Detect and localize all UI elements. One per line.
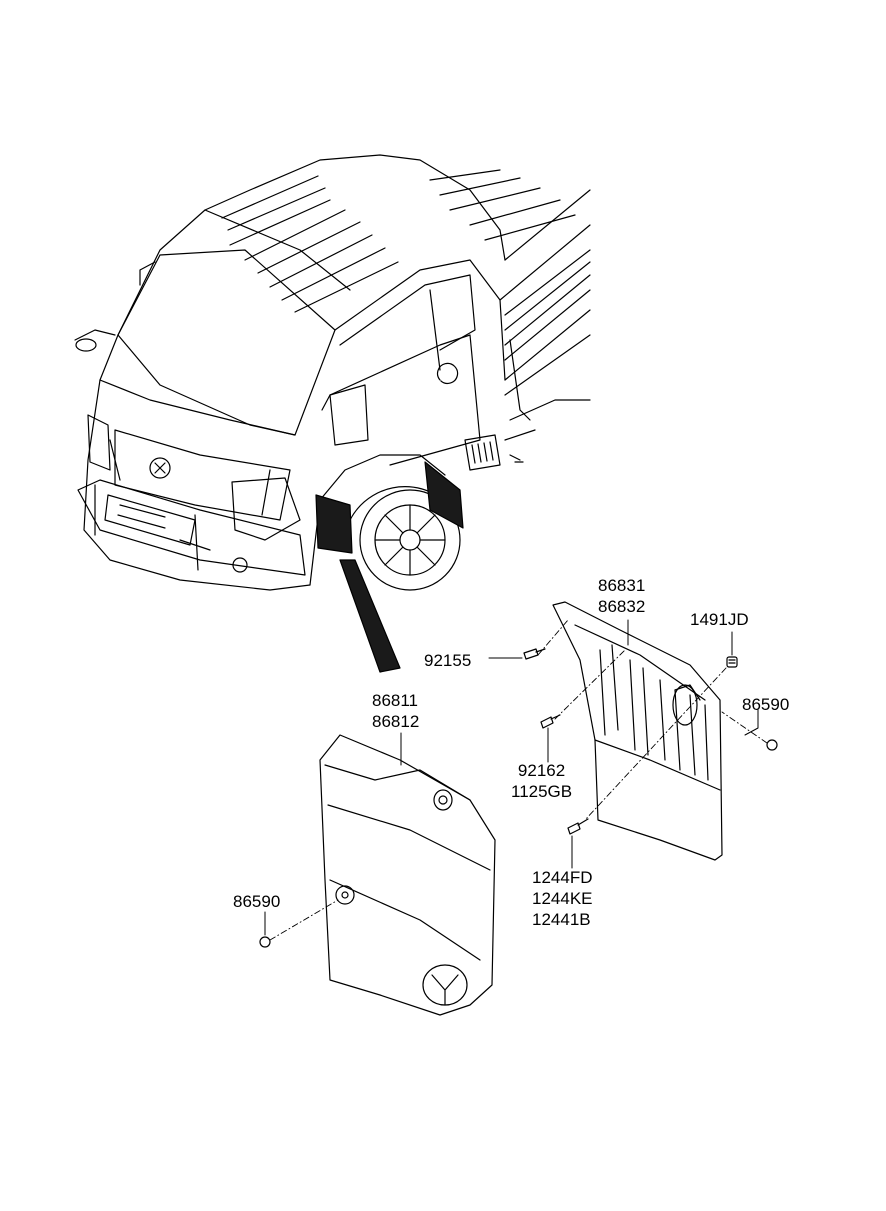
part-number: 86590	[233, 892, 281, 911]
callout-nut-86590-left: 86590	[233, 891, 280, 912]
part-number: 86811	[372, 691, 419, 710]
callout-screw-92162: 92162 1125GB	[511, 760, 572, 802]
part-number: 1491JD	[690, 610, 749, 629]
pointer-band	[339, 559, 401, 673]
nut-86590-left-drawing	[259, 936, 271, 948]
rear-flap-part	[552, 601, 723, 861]
callout-screw-92155: 92155	[424, 650, 471, 671]
callout-rear-flap: 86831 86832	[598, 575, 645, 617]
callout-nut-86590-right: 86590	[742, 694, 789, 715]
bolt-1244fd-drawing	[567, 818, 589, 835]
part-number: 1244KE	[532, 889, 593, 908]
part-number: 86590	[742, 695, 790, 714]
part-number: 86812	[372, 712, 420, 731]
callout-front-flap: 86811 86812	[372, 690, 419, 732]
front-flap-marker	[315, 494, 353, 554]
truck-illustration	[74, 154, 591, 591]
front-flap-part	[319, 734, 496, 1016]
callout-bolt-1244fd: 1244FD 1244KE 12441B	[532, 867, 593, 930]
part-number: 1244FD	[532, 868, 593, 887]
part-number: 86832	[598, 597, 646, 616]
callout-clip-1491jd: 1491JD	[690, 609, 749, 630]
clip-1491jd-drawing	[726, 656, 738, 668]
nut-86590-right-drawing	[766, 739, 778, 751]
part-number: 12441B	[532, 910, 591, 929]
rear-flap-marker	[424, 461, 464, 529]
part-number: 92162	[517, 761, 566, 780]
part-number: 86831	[598, 576, 646, 595]
part-number: 1125GB	[511, 782, 573, 801]
part-number: 92155	[424, 651, 472, 670]
